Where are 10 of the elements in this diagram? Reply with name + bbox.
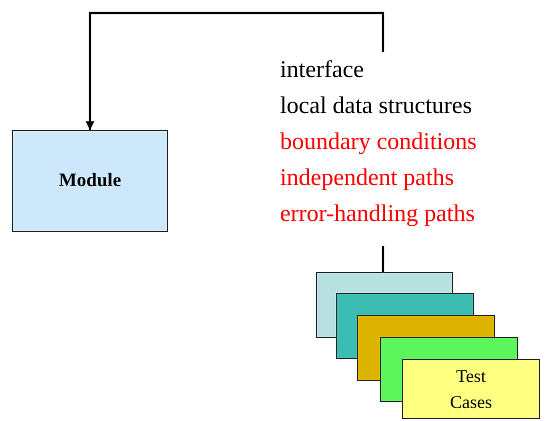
module-label: Module xyxy=(58,169,122,193)
process-box xyxy=(12,130,168,232)
checklist-item: interface xyxy=(280,56,365,85)
checklist-item: boundary conditions xyxy=(280,128,478,157)
card-label: Test Cases xyxy=(449,365,493,414)
connector-line xyxy=(382,246,384,272)
arrow xyxy=(86,12,384,130)
checklist-item: local data structures xyxy=(280,92,473,121)
checklist-item: independent paths xyxy=(280,164,455,193)
checklist-item: error-handling paths xyxy=(280,200,476,229)
